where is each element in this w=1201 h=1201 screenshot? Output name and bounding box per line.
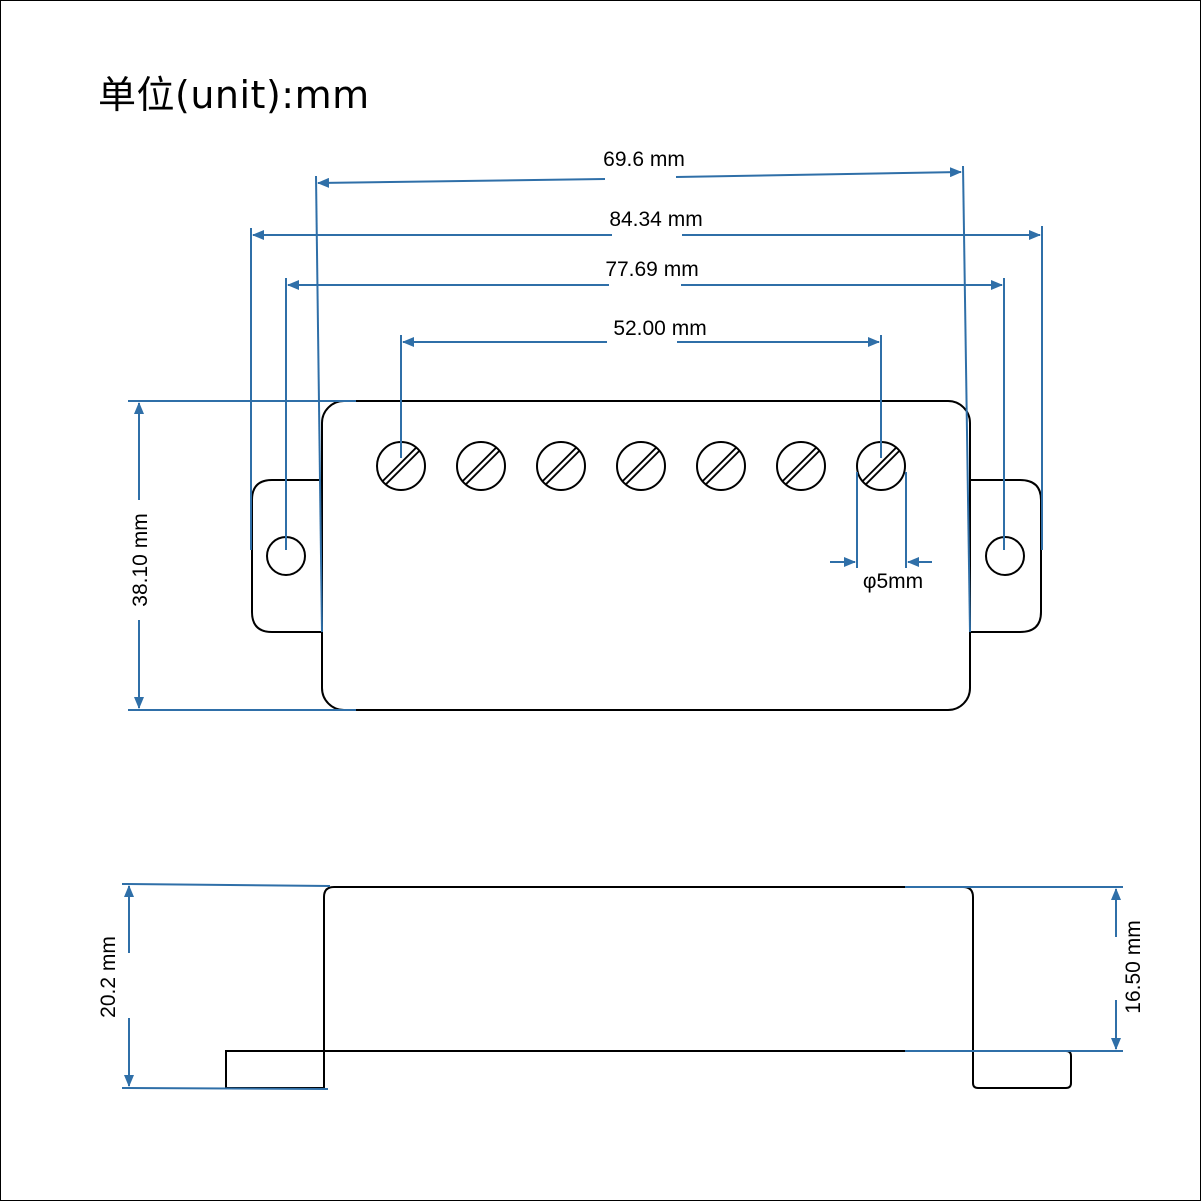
pole-piece-screw <box>456 441 506 491</box>
right-mounting-ear <box>970 479 1042 633</box>
pole-piece-screw <box>536 441 586 491</box>
label-pole-diameter: φ5mm <box>863 570 923 593</box>
side-left-ear <box>225 1050 325 1089</box>
extension-line <box>315 175 323 633</box>
side-right-ear <box>972 1050 1072 1089</box>
screw-slot-line <box>701 446 738 483</box>
label-hole-spacing: 77.69 mm <box>605 258 698 281</box>
pole-circle <box>616 441 666 491</box>
unit-title: 单位(unit):mm <box>98 73 370 117</box>
pole-piece-screw <box>776 441 826 491</box>
screw-slot-line <box>464 449 501 486</box>
pole-circle <box>456 441 506 491</box>
screw-slot-line <box>381 446 418 483</box>
screw-slot-line <box>781 446 818 483</box>
pole-piece-screw <box>376 441 426 491</box>
screw-slot-line <box>384 449 421 486</box>
screw-slot-line <box>621 446 658 483</box>
pole-pieces <box>376 441 906 491</box>
side-view-dimension-labels: 20.2 mm 16.50 mm <box>97 920 1145 1018</box>
label-overall-length: 84.34 mm <box>609 208 702 231</box>
pole-piece-screw <box>696 441 746 491</box>
screw-slot-line <box>784 449 821 486</box>
screw-slot-line <box>541 446 578 483</box>
screw-slot-line <box>861 446 898 483</box>
screw-slot-line <box>864 449 901 486</box>
screw-slot-line <box>704 449 741 486</box>
dimension-line-cover-width-right <box>675 167 962 178</box>
screw-slot-line <box>461 446 498 483</box>
extension-line <box>121 1087 329 1090</box>
pole-circle <box>776 441 826 491</box>
top-view-dimension-labels: 69.6 mm 84.34 mm 77.69 mm 52.00 mm 38.10… <box>129 148 923 607</box>
label-pole-spacing: 52.00 mm <box>613 317 706 340</box>
screw-slot-line <box>624 449 661 486</box>
pole-piece-screw <box>616 441 666 491</box>
dimension-line-cover-width-left <box>317 177 606 188</box>
label-total-height: 20.2 mm <box>97 936 120 1018</box>
pole-circle <box>536 441 586 491</box>
extension-line <box>121 883 331 887</box>
side-view <box>225 886 1072 1089</box>
left-mounting-ear <box>251 479 321 633</box>
label-cover-height: 16.50 mm <box>1122 920 1145 1013</box>
pole-circle <box>696 441 746 491</box>
side-cover <box>323 886 974 1051</box>
extension-line <box>962 165 971 633</box>
screw-slot-line <box>544 449 581 486</box>
label-height: 38.10 mm <box>129 513 152 606</box>
label-cover-width: 69.6 mm <box>603 148 685 171</box>
